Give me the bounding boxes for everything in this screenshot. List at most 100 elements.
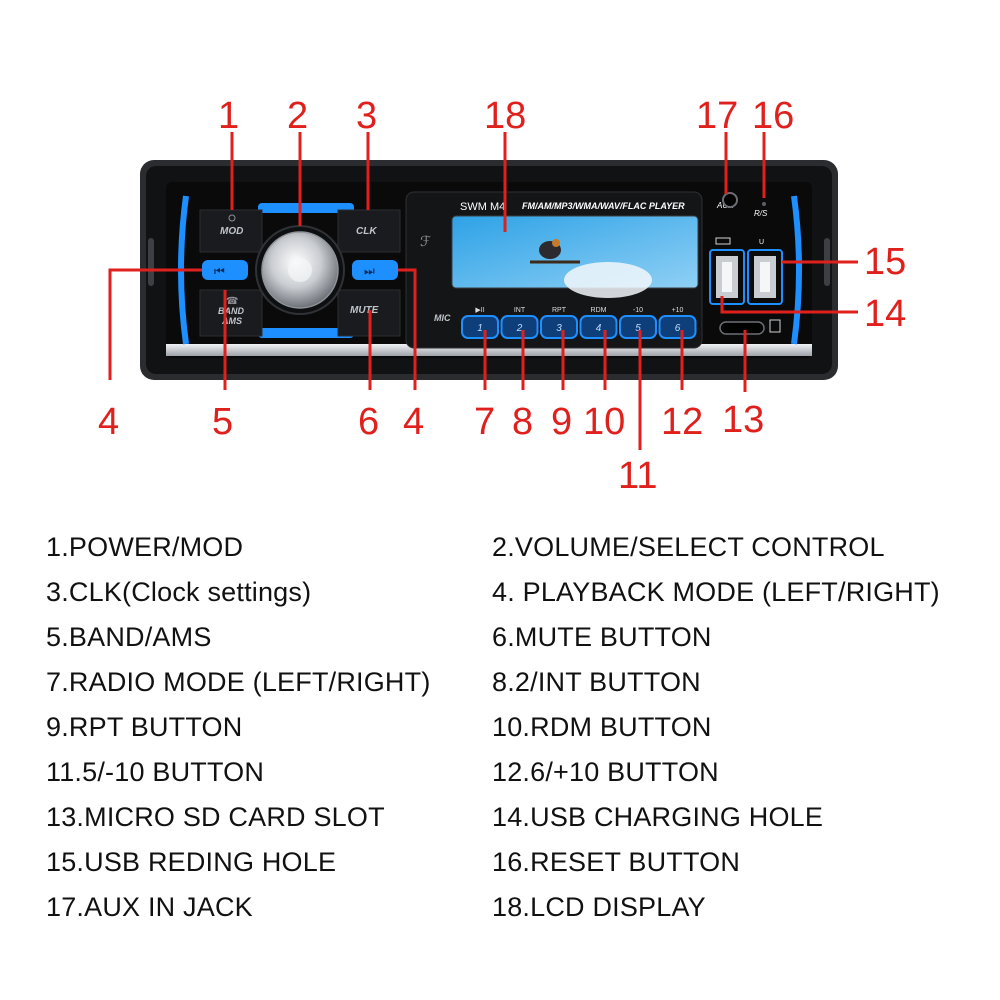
legend: 1.POWER/MOD 2.VOLUME/SELECT CONTROL 3.CL… — [0, 532, 1000, 972]
legend-item-minus-10: 11.5/-10 BUTTON — [46, 757, 265, 787]
callout-8: 8 — [512, 401, 533, 443]
legend-row: 15.USB REDING HOLE 16.RESET BUTTON — [0, 847, 1000, 892]
callout-4-right: 4 — [403, 401, 424, 443]
preset-button-5[interactable]: 5 — [619, 315, 657, 339]
legend-item-aux: 17.AUX IN JACK — [46, 892, 253, 922]
function-label: INT — [514, 307, 526, 314]
preset-button-4[interactable]: 4 — [579, 315, 618, 339]
legend-item-usb-reading: 15.USB REDING HOLE — [46, 847, 337, 877]
model-label: SWM M4 — [460, 201, 505, 213]
mute-label: MUTE — [350, 305, 379, 316]
preset-button-body[interactable] — [540, 315, 578, 339]
micro-sd-slot[interactable] — [719, 319, 781, 335]
usb-reading-port[interactable] — [747, 249, 783, 305]
callout-11: 11 — [618, 455, 657, 497]
display-area: SWM M4 FM/AM/MP3/WMA/WAV/FLAC PLAYER ℱ M… — [405, 191, 703, 349]
preset-button-body[interactable] — [579, 315, 618, 339]
fr-icon: ℱ — [420, 233, 431, 249]
legend-item-radio-mode: 7.RADIO MODE (LEFT/RIGHT) — [46, 667, 431, 697]
legend-row: 17.AUX IN JACK 18.LCD DISPLAY — [0, 892, 1000, 937]
left-control-cluster: MOD CLK BAND AMS ☎ MUTE ⏮ ⏭ — [178, 195, 401, 345]
function-label: RDM — [591, 307, 607, 314]
aux-jack[interactable] — [722, 192, 738, 208]
reset-button[interactable] — [762, 202, 766, 206]
preset-number: 2 — [516, 323, 523, 334]
phone-icon: ☎ — [226, 296, 238, 307]
callout-4-left: 4 — [98, 401, 119, 443]
preset-number: 1 — [477, 323, 483, 334]
band-label: BAND — [218, 306, 244, 316]
callout-5: 5 — [212, 401, 233, 443]
callout-7: 7 — [474, 401, 495, 443]
callout-13: 13 — [722, 399, 764, 441]
next-track-icon: ⏭ — [364, 264, 375, 278]
usb-charging-port[interactable] — [709, 249, 745, 305]
preset-button-3[interactable]: 3 — [540, 315, 578, 339]
callout-16: 16 — [752, 95, 794, 137]
legend-row: 5.BAND/AMS 6.MUTE BUTTON — [0, 622, 1000, 667]
callout-14: 14 — [864, 293, 906, 335]
legend-item-mute: 6.MUTE BUTTON — [492, 622, 712, 652]
legend-item-power-mod: 1.POWER/MOD — [46, 532, 244, 562]
preset-number: 6 — [675, 323, 681, 334]
right-accent-light — [791, 195, 802, 345]
mod-label: MOD — [220, 226, 243, 237]
rs-label: R/S — [754, 209, 768, 218]
callout-12: 12 — [661, 401, 703, 443]
callout-2: 2 — [287, 95, 308, 137]
flower-image — [564, 262, 652, 298]
legend-item-clk: 3.CLK(Clock settings) — [46, 577, 312, 607]
legend-item-lcd: 18.LCD DISPLAY — [492, 892, 706, 922]
band-ams-button[interactable]: BAND AMS ☎ — [199, 289, 263, 337]
lcd-display — [451, 215, 699, 298]
callout-1: 1 — [218, 95, 239, 137]
preset-button-6[interactable]: 6 — [658, 315, 697, 339]
preset-button-2[interactable]: 2 — [500, 315, 539, 339]
volume-knob[interactable] — [255, 225, 345, 315]
clk-button[interactable]: CLK — [337, 209, 401, 253]
function-label: +10 — [672, 307, 684, 314]
legend-row: 13.MICRO SD CARD SLOT 14.USB CHARGING HO… — [0, 802, 1000, 847]
clk-label: CLK — [356, 226, 377, 237]
legend-row: 7.RADIO MODE (LEFT/RIGHT) 8.2/INT BUTTON — [0, 667, 1000, 712]
car-stereo-diagram: MOD CLK BAND AMS ☎ MUTE ⏮ ⏭ — [98, 95, 906, 497]
legend-item-sd-slot: 13.MICRO SD CARD SLOT — [46, 802, 385, 832]
callout-numbers: 1 2 3 4 5 6 4 7 8 9 10 11 12 13 14 15 16… — [98, 95, 906, 497]
bottom-accent-light — [258, 328, 354, 338]
callout-3: 3 — [356, 95, 377, 137]
mic-label: MIC — [434, 313, 451, 323]
power-mod-button[interactable]: MOD — [199, 209, 263, 253]
function-label: -10 — [633, 307, 643, 314]
next-button[interactable]: ⏭ — [352, 260, 398, 280]
prev-track-icon: ⏮ — [214, 264, 225, 278]
legend-item-band-ams: 5.BAND/AMS — [46, 622, 212, 652]
legend-item-rpt: 9.RPT BUTTON — [46, 712, 243, 742]
usb-label: U — [759, 239, 764, 246]
legend-item-volume: 2.VOLUME/SELECT CONTROL — [492, 532, 885, 562]
callout-9: 9 — [551, 401, 572, 443]
legend-item-reset: 16.RESET BUTTON — [492, 847, 741, 877]
right-port-cluster: AUX R/S U — [709, 192, 802, 345]
preset-button-body[interactable] — [658, 315, 697, 339]
legend-row: 11.5/-10 BUTTON 12.6/+10 BUTTON — [0, 757, 1000, 802]
battery-icon — [715, 237, 731, 245]
power-icon — [228, 214, 236, 222]
legend-item-playback-mode: 4. PLAYBACK MODE (LEFT/RIGHT) — [492, 577, 940, 607]
preset-number: 4 — [596, 323, 602, 334]
legend-item-int: 8.2/INT BUTTON — [492, 667, 701, 697]
prev-button[interactable]: ⏮ — [202, 260, 248, 280]
legend-item-plus-10: 12.6/+10 BUTTON — [492, 757, 719, 787]
preset-button-1[interactable]: 1 — [461, 315, 499, 339]
legend-item-rdm: 10.RDM BUTTON — [492, 712, 712, 742]
legend-row: 9.RPT BUTTON 10.RDM BUTTON — [0, 712, 1000, 757]
format-label: FM/AM/MP3/WMA/WAV/FLAC PLAYER — [522, 201, 685, 211]
preset-button-body[interactable] — [461, 315, 499, 339]
preset-button-body[interactable] — [619, 315, 657, 339]
callout-6: 6 — [358, 401, 379, 443]
preset-number: 5 — [635, 323, 641, 334]
function-label: ▶II — [475, 307, 484, 314]
legend-row: 3.CLK(Clock settings) 4. PLAYBACK MODE (… — [0, 577, 1000, 622]
callout-18: 18 — [484, 95, 526, 137]
preset-button-body[interactable] — [500, 315, 539, 339]
legend-item-usb-charging: 14.USB CHARGING HOLE — [492, 802, 824, 832]
